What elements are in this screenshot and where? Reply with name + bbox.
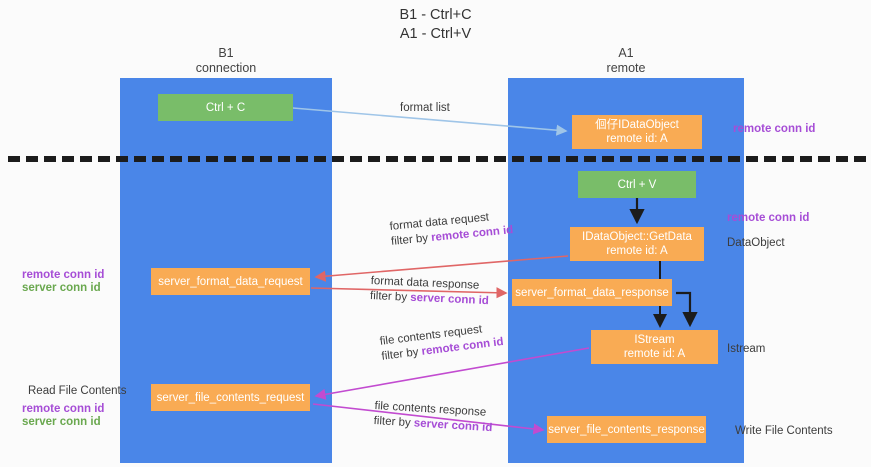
node-server-file-contents-request[interactable]: server_file_contents_request bbox=[151, 384, 310, 411]
column-header-b1: B1 connection bbox=[120, 46, 332, 76]
node-getdata-label: IDataObject::GetData bbox=[582, 231, 692, 243]
node-getdata-sub: remote id: A bbox=[606, 245, 668, 257]
annotation-dataobject: DataObject bbox=[727, 237, 785, 249]
column-b1-name: B1 bbox=[218, 46, 234, 60]
annotation-remote-conn-id-mid: remote conn id bbox=[727, 212, 810, 224]
edge-label-format-list: format list bbox=[400, 102, 450, 114]
annotation-legend-server-conn-id: server conn id bbox=[22, 282, 101, 294]
node-ctrl-c[interactable]: Ctrl + C bbox=[158, 94, 293, 121]
edge-label-format-data-request: format data request filter by remote con… bbox=[389, 208, 514, 250]
node-istream-label: IStream bbox=[634, 334, 675, 346]
node-ctrl-c-label: Ctrl + C bbox=[205, 101, 246, 114]
annotation-write-file-contents: Write File Contents bbox=[735, 425, 833, 437]
node-idataobject-sub: remote id: A bbox=[606, 133, 668, 145]
node-idataobject-label: 佪仔IDataObject bbox=[595, 119, 679, 131]
title-line-2: A1 - Ctrl+V bbox=[399, 26, 472, 42]
edge-label-file-contents-response-key: server conn id bbox=[413, 417, 493, 435]
node-idataobject-getdata[interactable]: IDataObject::GetData remote id: A bbox=[570, 227, 704, 261]
diagram-title: B1 - Ctrl+C A1 - Ctrl+V bbox=[0, 6, 871, 44]
node-istream[interactable]: IStream remote id: A bbox=[591, 330, 718, 364]
edge-label-format-data-response-prefix: filter by bbox=[369, 289, 411, 304]
node-server-format-data-request-label: server_format_data_request bbox=[158, 275, 303, 288]
node-server-format-data-response-label: server_format_data_response bbox=[515, 286, 669, 299]
node-server-format-data-request[interactable]: server_format_data_request bbox=[151, 268, 310, 295]
annotation-istream: Istream bbox=[727, 343, 766, 355]
column-a1-role: remote bbox=[606, 61, 646, 75]
edge-label-format-data-request-prefix: filter by bbox=[390, 232, 432, 248]
node-server-file-contents-response[interactable]: server_file_contents_response bbox=[547, 416, 706, 443]
node-server-file-contents-response-label: server_file_contents_response bbox=[548, 423, 705, 436]
edge-label-format-data-response: format data response filter by server co… bbox=[370, 274, 490, 309]
edge-label-file-contents-request: file contents request filter by remote c… bbox=[379, 320, 504, 365]
title-line-1: B1 - Ctrl+C bbox=[399, 7, 472, 23]
phase-divider bbox=[8, 156, 866, 162]
node-istream-sub: remote id: A bbox=[623, 348, 686, 360]
column-header-a1: A1 remote bbox=[508, 46, 744, 76]
annotation-remote-conn-id-top: remote conn id bbox=[733, 123, 816, 135]
annotation-legend2-server-conn-id: server conn id bbox=[22, 416, 101, 428]
edge-label-file-contents-response-prefix: filter by bbox=[373, 414, 415, 430]
edge-label-format-data-response-key: server conn id bbox=[410, 291, 490, 308]
column-b1-role: connection bbox=[195, 61, 257, 75]
annotation-legend-remote-conn-id: remote conn id bbox=[22, 269, 105, 281]
annotation-legend2-remote-conn-id: remote conn id bbox=[22, 403, 105, 415]
node-server-file-contents-request-label: server_file_contents_request bbox=[156, 391, 305, 404]
edge-label-file-contents-request-prefix: filter by bbox=[380, 345, 423, 363]
node-ctrl-v-label: Ctrl + V bbox=[617, 178, 657, 191]
edge-label-file-contents-response: file contents response filter by server … bbox=[373, 399, 494, 436]
column-a1-name: A1 bbox=[618, 46, 634, 60]
annotation-read-file-contents: Read File Contents bbox=[28, 385, 127, 397]
node-ctrl-v[interactable]: Ctrl + V bbox=[578, 171, 696, 198]
node-server-format-data-response[interactable]: server_format_data_response bbox=[512, 279, 672, 306]
node-idataobject[interactable]: 佪仔IDataObject remote id: A bbox=[572, 115, 702, 149]
